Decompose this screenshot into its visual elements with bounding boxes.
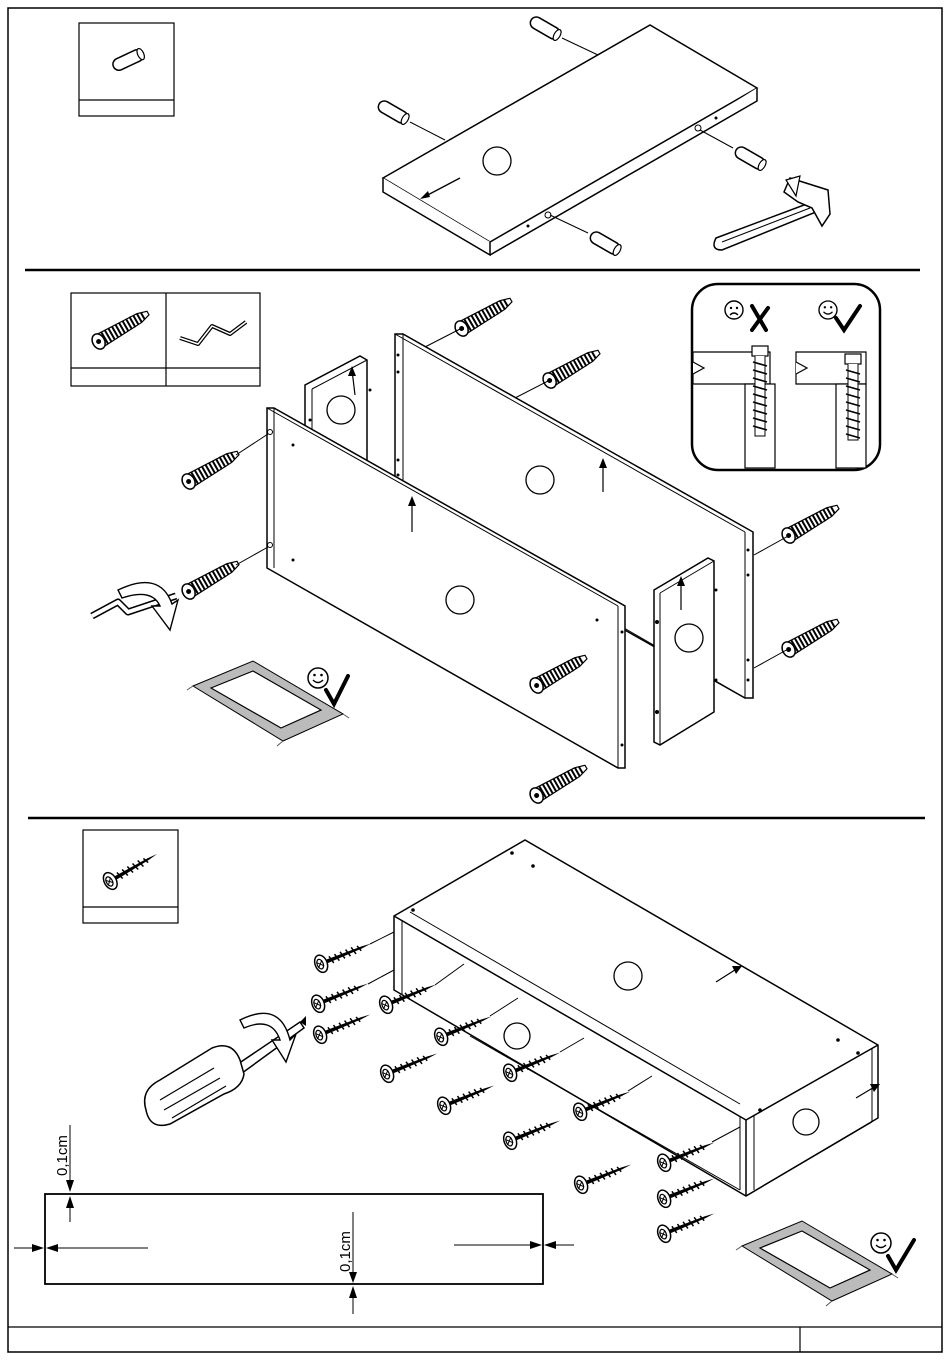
screw-icon [435,1077,497,1116]
dowel-icon [528,15,563,42]
hammer-icon [714,176,830,250]
dowel-icon [588,230,623,257]
part-box-cambolt-allenkey [71,293,260,386]
cambolt-icon [452,293,515,338]
gap-dimension-diagram: 0,1cm 0,1cm [14,1125,574,1314]
step-1 [79,15,830,257]
screw-icon [378,1045,440,1084]
screw-icon [312,935,374,974]
top-gap-label: 0,1cm [54,1135,71,1176]
assembled-cabinet [394,840,880,1196]
screw-icon [501,1112,563,1151]
smiley-icon [308,668,328,688]
cambolt-icon [779,614,842,659]
dowel-icon [376,99,411,126]
protective-rug-icon [736,1221,898,1306]
allen-key-tool-icon [92,583,178,630]
sad-face-icon [725,301,743,319]
right-side-panel [654,558,718,745]
step-2 [71,284,880,805]
part-box-dowel [79,23,174,116]
screw-icon [655,1170,717,1209]
cambolt-icon [779,500,842,545]
bottom-gap-label: 0,1cm [337,1231,354,1272]
cambolt-icon [179,556,242,601]
screw-icon [655,1205,717,1244]
screw-icon [572,1156,634,1195]
fitting-inset [692,284,880,470]
screw-icon [309,975,371,1014]
shelf-board [383,25,757,255]
smiley-icon [871,1233,891,1253]
dowel-icon [733,145,768,172]
cambolt-icon [179,446,242,491]
step-3: 0,1cm 0,1cm [14,830,914,1314]
cambolt-icon [540,345,603,390]
check-icon [326,676,348,704]
screwdriver-icon [145,1013,306,1125]
cambolt-icon [527,760,590,805]
check-icon [888,1240,914,1270]
part-box-screw [83,830,178,923]
smiley-icon [819,301,837,319]
